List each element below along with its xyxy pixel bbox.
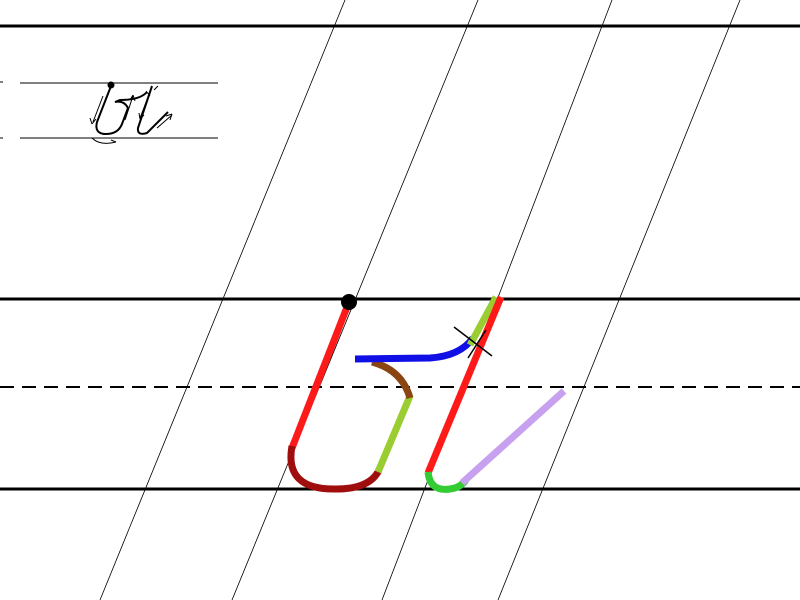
rulings [0, 24, 800, 491]
stroke-second-down [424, 295, 505, 475]
sample-arrow [124, 94, 136, 121]
stroke-hook-bottom [424, 471, 469, 493]
sample-arrow [156, 113, 173, 129]
stroke-crossbar [354, 335, 476, 363]
stroke-loop-bottom [287, 445, 383, 493]
stroke-exit [459, 388, 567, 486]
sample-arrow [91, 137, 117, 144]
start-dot [341, 294, 357, 310]
stroke-connector [370, 358, 414, 400]
sample-stroke [136, 85, 169, 135]
sample-start-dot [107, 81, 115, 89]
stroke-descender-left [288, 300, 353, 450]
sample-arrow [89, 95, 104, 125]
stroke-second-up [466, 295, 500, 347]
sample-arrow [145, 85, 159, 97]
stroke-upstroke [374, 394, 414, 474]
sample-stroke [95, 85, 148, 136]
junction-cross [453, 326, 493, 359]
sample-letter [0, 81, 218, 144]
letter-strokes [287, 295, 567, 493]
sample-arrow [138, 91, 151, 120]
